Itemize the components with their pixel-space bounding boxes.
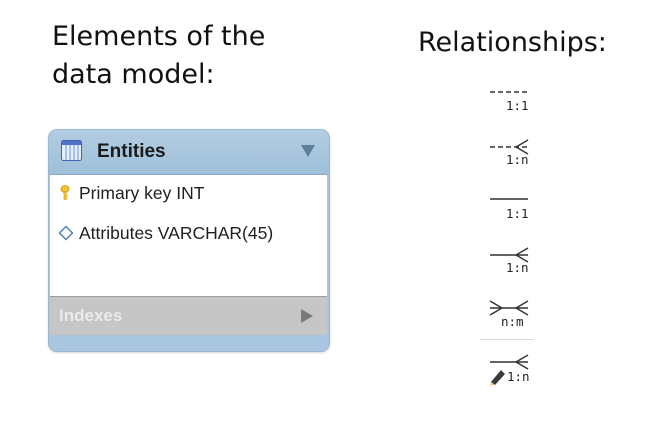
indexes-label: Indexes	[59, 306, 123, 325]
relationship-label: 1:n	[506, 260, 529, 275]
table-icon	[61, 140, 82, 161]
relationship-label: n:m	[501, 314, 524, 329]
entity-columns: Primary key INT Attributes VARCHAR(45)	[50, 175, 327, 297]
relationship-1-n-identifying[interactable]: 1:n	[486, 245, 550, 287]
column-label: Attributes VARCHAR(45)	[79, 223, 274, 243]
indexes-section[interactable]: Indexes	[50, 297, 327, 335]
relationship-1-n-existing-columns[interactable]: 1:n	[486, 352, 550, 394]
solid-crowfoot-icon	[490, 247, 529, 263]
column-label: Primary key INT	[79, 183, 205, 203]
entity-card[interactable]: Entities Primary key INT Attributes VARC…	[48, 129, 330, 352]
primary-key-icon	[60, 185, 70, 200]
relationship-label: 1:1	[506, 98, 529, 113]
relationship-label: 1:n	[506, 152, 529, 167]
relationship-1-1-non-identifying[interactable]: 1:1	[486, 86, 550, 128]
relationship-1-n-non-identifying[interactable]: 1:n	[486, 137, 550, 179]
collapse-triangle-icon[interactable]	[300, 144, 316, 158]
relationship-label: 1:n	[507, 369, 530, 384]
solid-line-icon	[490, 198, 528, 200]
entity-footer	[49, 336, 329, 351]
double-crowfoot-icon	[489, 300, 529, 316]
data-model-heading: Elements of the data model:	[52, 18, 372, 94]
dashed-crowfoot-icon	[490, 139, 529, 155]
data-model-heading-line-2: data model:	[52, 59, 215, 90]
entity-title: Entities	[97, 141, 166, 162]
attribute-diamond-icon	[58, 225, 74, 241]
relationships-heading: Relationships:	[418, 27, 607, 58]
dashed-line-icon	[490, 91, 530, 93]
relationship-1-1-identifying[interactable]: 1:1	[486, 194, 550, 236]
data-model-heading-line-1: Elements of the	[52, 21, 266, 52]
relationship-divider	[480, 339, 534, 340]
relationship-label: 1:1	[506, 206, 529, 221]
pencil-crowfoot-icon	[490, 354, 529, 386]
entity-header[interactable]: Entities	[49, 130, 329, 175]
expand-triangle-icon[interactable]	[300, 308, 314, 324]
relationship-n-m[interactable]: n:m	[486, 298, 550, 340]
